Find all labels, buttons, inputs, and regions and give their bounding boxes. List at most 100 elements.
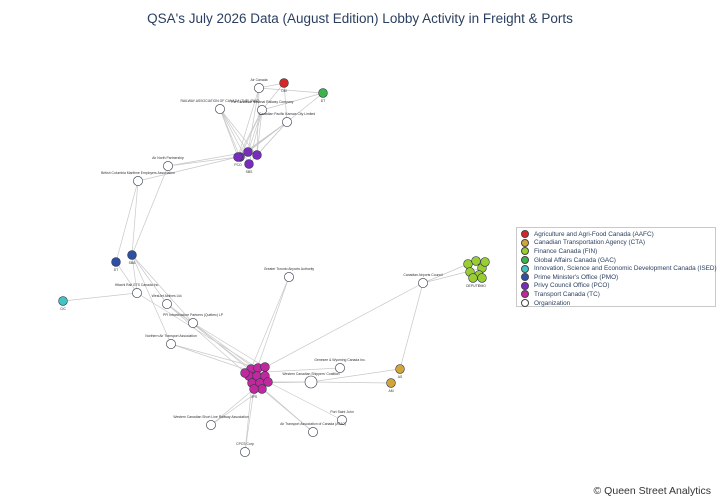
graph-edge	[62, 292, 138, 302]
node-label: Canadian Pacific Kansas City Limited	[259, 112, 315, 116]
graph-node-air-north[interactable]: Air North Partnership	[152, 156, 184, 171]
graph-node-tc3[interactable]	[260, 362, 270, 372]
legend-label: Innovation, Science and Economic Develop…	[534, 265, 717, 273]
graph-node-psj[interactable]: Port Saint John	[330, 410, 354, 425]
graph-node-cta2[interactable]: AM	[386, 378, 396, 393]
node-circle	[480, 257, 490, 267]
graph-node-cta1[interactable]: AS	[395, 364, 405, 379]
graph-node-bcmea[interactable]: British Columbia Maritime Employers Asso…	[101, 171, 175, 186]
graph-edge	[258, 87, 324, 94]
node-label: CPCS Corp	[236, 442, 254, 446]
legend-swatch-icon	[521, 230, 529, 239]
graph-edge	[131, 254, 194, 324]
graph-node-westjet[interactable]: WestJet Airlines Ltd.	[152, 294, 183, 309]
graph-node-tc9[interactable]	[263, 377, 273, 387]
legend-item-fin[interactable]: Finance Canada (FIN)	[521, 247, 715, 256]
graph-node-pmo1[interactable]: DT	[111, 257, 121, 272]
graph-node-gw[interactable]: Genesee & Wyoming Canada Inc.	[314, 358, 366, 373]
node-circle	[418, 278, 428, 288]
graph-edge	[166, 303, 266, 377]
node-circle	[249, 384, 259, 394]
graph-node-pco2[interactable]	[252, 150, 262, 160]
graph-edge	[131, 254, 168, 305]
graph-node-atac[interactable]: Air Transport Association of Canada (ATA…	[280, 422, 346, 437]
node-label: CIC	[60, 307, 66, 311]
node-circle	[468, 273, 478, 283]
graph-node-pco5[interactable]: SBS	[244, 159, 254, 174]
node-circle	[252, 150, 262, 160]
graph-node-fin2[interactable]	[471, 256, 481, 266]
graph-node-cn[interactable]: The Canadian National Railway Company	[231, 100, 294, 115]
legend-item-organization[interactable]: Organization	[521, 299, 715, 308]
legend-item-aafc[interactable]: Agriculture and Agri-Food Canada (AAFC)	[521, 230, 715, 239]
legend-item-tc[interactable]: Transport Canada (TC)	[521, 290, 715, 299]
graph-edge	[131, 165, 169, 256]
node-circle	[263, 377, 273, 387]
graph-node-fin8[interactable]: DMO	[477, 273, 487, 288]
node-label: SBS	[246, 170, 254, 174]
node-label: AS	[398, 375, 403, 379]
legend-item-gac[interactable]: Global Affairs Canada (GAC)	[521, 256, 715, 265]
legend-item-ised[interactable]: Innovation, Science and Economic Develop…	[521, 264, 717, 273]
node-circle	[163, 161, 173, 171]
graph-edge	[210, 388, 263, 426]
graph-node-wcsc[interactable]: Western Canadian Shippers' Coalition	[282, 372, 340, 389]
legend-swatch-icon	[521, 238, 529, 247]
legend-label: Organization	[534, 299, 571, 307]
graph-edge	[237, 87, 260, 158]
node-circle	[127, 250, 137, 260]
graph-node-nata[interactable]: Northern Air Transport Association	[145, 334, 197, 349]
node-label: Air North Partnership	[152, 156, 184, 160]
graph-node-cpcs[interactable]: CPCS Corp	[236, 442, 254, 457]
node-circle	[133, 176, 143, 186]
graph-node-cac[interactable]: Canadian Airports Council	[403, 273, 443, 288]
graph-node-hitachi[interactable]: Hitachi Rail GTS Canada Inc.	[115, 283, 159, 298]
node-circle	[58, 296, 68, 306]
node-circle	[166, 339, 176, 349]
node-label: Canadian Airports Council	[403, 273, 442, 277]
graph-node-cpkc[interactable]: Canadian Pacific Kansas City Limited	[259, 112, 315, 127]
graph-node-wcslra[interactable]: Western Canadian Short Line Railway Asso…	[173, 415, 249, 430]
node-circle	[304, 375, 318, 389]
node-circle	[308, 427, 318, 437]
graph-node-pco1[interactable]	[243, 147, 253, 157]
graph-node-pco4[interactable]: PCO	[233, 152, 243, 167]
node-label: Greater Toronto Airports Authority	[264, 267, 315, 271]
graph-node-pmo2[interactable]: SBA	[127, 250, 137, 265]
node-circle	[244, 159, 254, 169]
node-label: Genesee & Wyoming Canada Inc.	[314, 358, 365, 362]
node-circle	[335, 363, 345, 373]
graph-edge	[192, 322, 258, 377]
node-circle	[477, 273, 487, 283]
legend-label: Transport Canada (TC)	[534, 290, 600, 298]
chart-title: QSA's July 2026 Data (August Edition) Lo…	[147, 11, 573, 26]
node-circle	[111, 257, 121, 267]
graph-node-gac[interactable]: DT	[318, 88, 328, 103]
edges-layer	[62, 82, 483, 453]
graph-edge	[261, 92, 324, 111]
graph-node-tc12[interactable]: JPS	[249, 384, 259, 399]
legend-item-pco[interactable]: Privy Council Office (PCO)	[521, 281, 715, 291]
graph-node-aafc[interactable]: DM	[279, 78, 289, 93]
graph-node-fin6[interactable]	[480, 257, 490, 267]
graph-node-fin1[interactable]	[463, 259, 473, 269]
legend-item-cta[interactable]: Canadian Transportation Agency (CTA)	[521, 238, 715, 248]
graph-edge	[166, 303, 250, 377]
node-label: PCO	[234, 163, 242, 167]
node-circle	[260, 362, 270, 372]
legend-item-pmo[interactable]: Prime Minister's Office (PMO)	[521, 273, 715, 282]
graph-edge	[192, 322, 266, 368]
graph-node-ised[interactable]: CIC	[58, 296, 68, 311]
graph-edge	[422, 263, 469, 284]
graph-node-air-canada[interactable]: Air Canada	[251, 78, 268, 93]
graph-node-gtaa[interactable]: Greater Toronto Airports Authority	[264, 267, 315, 282]
graph-node-pfi[interactable]: PFI Infrastructure Partners (Québec) LP	[163, 313, 224, 328]
graph-node-tc10[interactable]	[240, 368, 250, 378]
graph-edge	[219, 108, 239, 158]
node-circle	[284, 272, 294, 282]
graph-edge	[115, 180, 139, 263]
node-circle	[188, 318, 198, 328]
graph-node-tc11[interactable]	[257, 384, 267, 394]
graph-node-rac[interactable]: RAILWAY ASSOCIATION OF CANADA (THE) (RAC…	[180, 99, 260, 114]
